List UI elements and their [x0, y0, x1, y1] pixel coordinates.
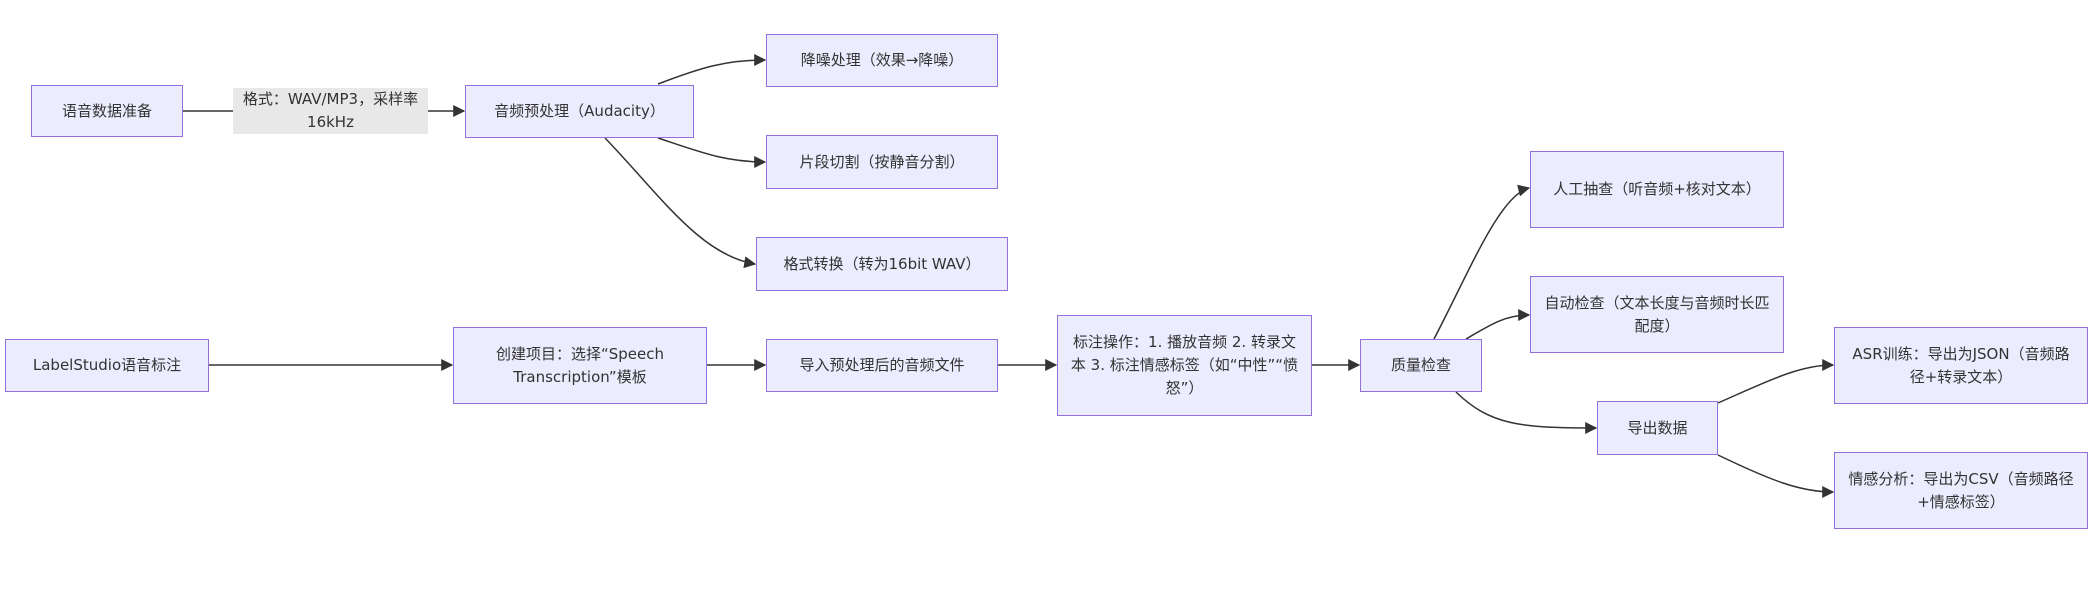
edge-quality-check-to-manual-check [1433, 184, 1531, 340]
edge-export-to-emotion-export [1717, 454, 1835, 498]
edge-quality-check-to-export [1455, 391, 1598, 434]
node-denoise[interactable]: 降噪处理（效果→降噪） [766, 34, 998, 87]
edge-audio-preprocess-to-format-convert [604, 137, 757, 269]
node-import-audio[interactable]: 导入预处理后的音频文件 [766, 339, 998, 392]
edge-export-to-asr-export [1717, 359, 1835, 404]
node-voice-data-prep[interactable]: 语音数据准备 [31, 85, 183, 137]
node-asr-export[interactable]: ASR训练：导出为JSON（音频路径+转录文本） [1834, 327, 2088, 404]
node-create-project[interactable]: 创建项目：选择“Speech Transcription”模板 [453, 327, 707, 404]
node-format-convert[interactable]: 格式转换（转为16bit WAV） [756, 237, 1008, 291]
node-annotate[interactable]: 标注操作：1. 播放音频 2. 转录文本 3. 标注情感标签（如“中性”“愤怒”… [1057, 315, 1312, 416]
node-audio-preprocess[interactable]: 音频预处理（Audacity） [465, 85, 694, 138]
node-auto-check[interactable]: 自动检查（文本长度与音频时长匹配度） [1530, 276, 1784, 353]
node-manual-check[interactable]: 人工抽查（听音频+核对文本） [1530, 151, 1784, 228]
node-export-data[interactable]: 导出数据 [1597, 401, 1718, 455]
node-segment[interactable]: 片段切割（按静音分割） [766, 135, 998, 189]
node-labelstudio[interactable]: LabelStudio语音标注 [5, 339, 209, 392]
edge-audio-preprocess-to-segment [657, 137, 767, 168]
edge-quality-check-to-auto-check [1465, 309, 1531, 340]
edge-label-format-spec: 格式：WAV/MP3，采样率16kHz [233, 88, 428, 134]
node-quality-check[interactable]: 质量检查 [1360, 339, 1482, 392]
node-emotion-export[interactable]: 情感分析：导出为CSV（音频路径+情感标签） [1834, 452, 2088, 529]
edge-audio-preprocess-to-denoise [657, 54, 767, 85]
